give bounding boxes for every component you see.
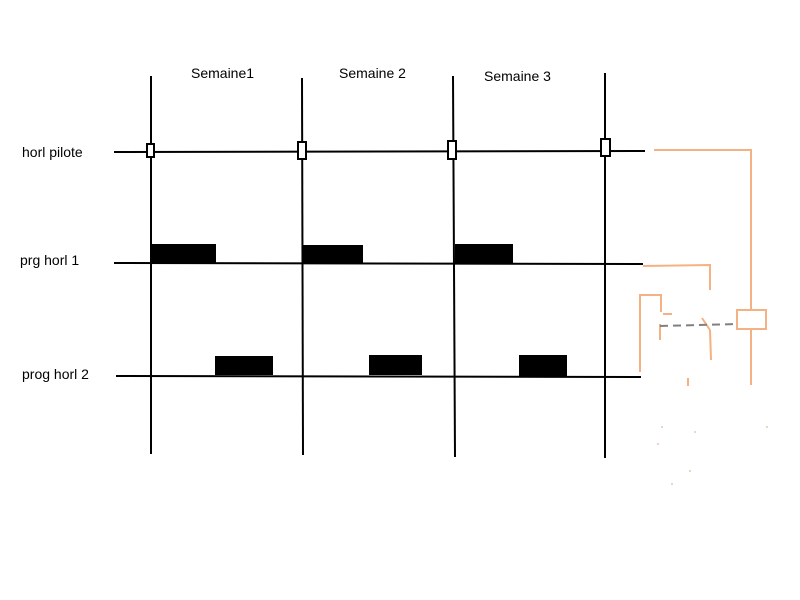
prog-horl-2-blocks	[215, 355, 567, 377]
timeline-horl-pilote	[113, 150, 646, 153]
week-label-2: Semaine 2	[339, 65, 406, 81]
prog-horl-2-block-1	[215, 356, 273, 375]
week-label-3: Semaine 3	[484, 68, 551, 84]
row-label-horl-pilote: horl pilote	[22, 144, 83, 160]
prog-horl-2-block-3	[519, 355, 567, 377]
prg-horl-1-block-1	[150, 244, 216, 263]
wire-pilot-to-coil	[654, 149, 752, 309]
relay-coil	[736, 309, 767, 330]
row-label-prg-horl-1: prg horl 1	[20, 252, 80, 268]
pilot-pulses	[146, 138, 611, 160]
week-boundary-2	[301, 77, 304, 456]
pilot-pulse-1	[146, 143, 155, 158]
prg-horl-1-block-2	[303, 245, 363, 264]
week-boundaries	[150, 73, 606, 458]
wire-left-branch	[639, 294, 662, 372]
week-boundary-3	[452, 75, 456, 458]
wire-prg1	[642, 263, 711, 290]
pilot-pulse-4	[600, 138, 611, 157]
faint-specks	[657, 426, 768, 485]
prog-horl-2-block-2	[369, 355, 422, 375]
mechanical-link	[659, 323, 739, 327]
wiring-schematic	[639, 149, 767, 386]
week-label-1: Semaine1	[191, 65, 255, 81]
pilot-pulse-3	[447, 140, 457, 160]
row-timelines	[113, 150, 646, 378]
timeline-prg-horl-1	[113, 262, 644, 265]
pilot-pulse-2	[297, 141, 307, 160]
prg-horl-1-blocks	[150, 244, 513, 264]
prg-horl-1-block-3	[455, 244, 513, 264]
contact-right-lower	[709, 329, 712, 361]
row-label-prog-horl-2: prog horl 2	[22, 366, 89, 382]
